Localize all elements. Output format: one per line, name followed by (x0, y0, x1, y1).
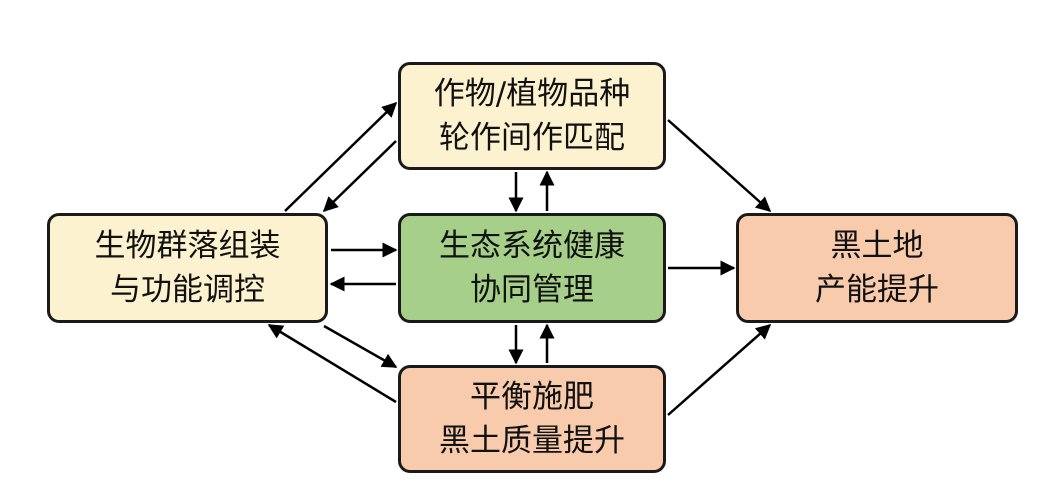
crop-rotation-line2: 轮作间作匹配 (439, 120, 625, 156)
balanced-fertilization-node: 平衡施肥 黑土质量提升 (398, 365, 666, 473)
arrow-crop-rotation-to-black-soil-productivity (667, 119, 772, 212)
arrow-community-assembly-to-crop-rotation (284, 101, 398, 212)
community-assembly-line2: 与功能调控 (110, 272, 265, 308)
crop-rotation-line1: 作物/植物品种 (433, 76, 631, 112)
black-soil-productivity-node: 黑土地 产能提升 (736, 213, 1018, 323)
arrow-balanced-fertilization-to-black-soil-productivity (667, 324, 772, 416)
ecosystem-health-line1: 生态系统健康 (439, 228, 625, 264)
black-soil-productivity-line1: 黑土地 (830, 228, 924, 264)
ecosystem-health-line2: 协同管理 (470, 272, 594, 308)
community-assembly-node: 生物群落组装 与功能调控 (47, 213, 328, 323)
balanced-fertilization-line2: 黑土质量提升 (439, 423, 625, 459)
balanced-fertilization-line1: 平衡施肥 (470, 379, 594, 415)
arrow-crop-rotation-to-community-assembly (322, 140, 397, 213)
arrow-balanced-fertilization-to-community-assembly (267, 323, 397, 404)
community-assembly-line1: 生物群落组装 (94, 228, 281, 264)
arrow-community-assembly-to-balanced-fertilization (323, 324, 398, 369)
black-soil-productivity-line2: 产能提升 (815, 272, 939, 308)
crop-rotation-node: 作物/植物品种 轮作间作匹配 (398, 62, 666, 170)
ecosystem-health-node: 生态系统健康 协同管理 (398, 213, 666, 323)
